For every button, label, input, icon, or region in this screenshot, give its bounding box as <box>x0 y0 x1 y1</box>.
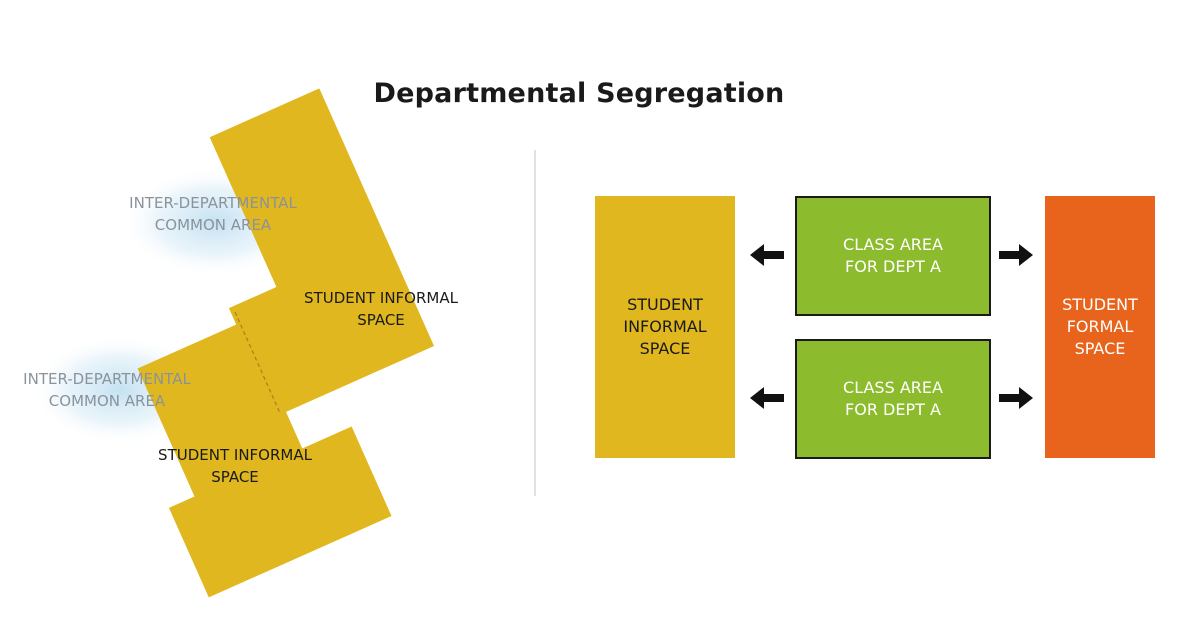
student-formal-space-label: STUDENT FORMAL SPACE <box>1062 295 1138 358</box>
arrow-right-icon <box>999 244 1033 266</box>
staircase-upper-block <box>209 88 393 302</box>
staircase-middle-block <box>137 320 307 506</box>
arrow-left-icon <box>750 244 784 266</box>
common-area-label-1: INTER-DEPARTMENTAL COMMON AREA <box>129 194 297 234</box>
informal-space-label-2: STUDENT INFORMAL SPACE <box>158 446 312 486</box>
student-informal-space-box: STUDENT INFORMAL SPACE <box>595 196 735 458</box>
student-formal-space-box: STUDENT FORMAL SPACE <box>1045 196 1155 458</box>
class-area-box-1: CLASS AREA FOR DEPT A <box>795 196 991 316</box>
staircase-dashed-divider <box>234 311 282 415</box>
arrow-right-icon <box>999 387 1033 409</box>
class-area-box-2: CLASS AREA FOR DEPT A <box>795 339 991 459</box>
student-informal-space-label: STUDENT INFORMAL SPACE <box>623 295 707 358</box>
common-area-label-2: INTER-DEPARTMENTAL COMMON AREA <box>23 370 191 410</box>
diagram-title: Departmental Segregation <box>373 78 785 109</box>
informal-space-staircase <box>137 88 435 598</box>
class-area-label-2: CLASS AREA FOR DEPT A <box>843 378 943 419</box>
arrow-left-icon <box>750 387 784 409</box>
class-area-label-1: CLASS AREA FOR DEPT A <box>843 235 943 276</box>
staircase-lower-room <box>168 426 392 598</box>
informal-space-label-1: STUDENT INFORMAL SPACE <box>304 289 458 329</box>
staircase-upper-room <box>228 238 435 416</box>
